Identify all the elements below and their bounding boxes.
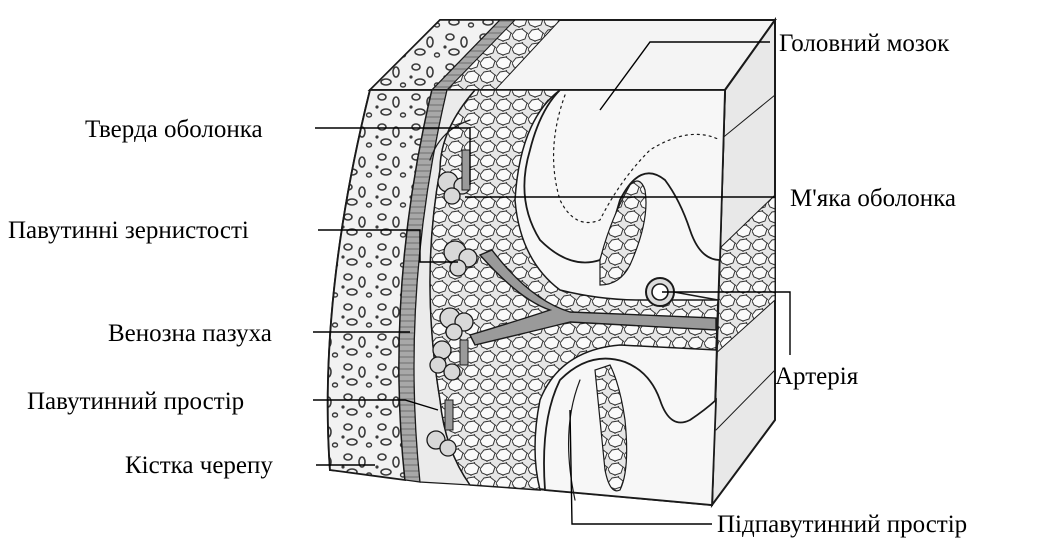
- label-arachnoid-granulations: Павутинні зернистості: [8, 217, 249, 244]
- label-brain: Головний мозок: [779, 30, 950, 57]
- label-dura-mater: Тверда оболонка: [85, 116, 263, 143]
- label-skull-bone: Кістка черепу: [125, 452, 273, 479]
- label-subarachnoid-space: Підпавутинний простір: [717, 511, 967, 538]
- label-artery: Артерія: [775, 363, 859, 390]
- label-arachnoid-space: Павутинний простір: [27, 388, 244, 415]
- label-venous-sinus: Венозна пазуха: [108, 320, 272, 347]
- label-pia-mater: М'яка оболонка: [790, 185, 956, 212]
